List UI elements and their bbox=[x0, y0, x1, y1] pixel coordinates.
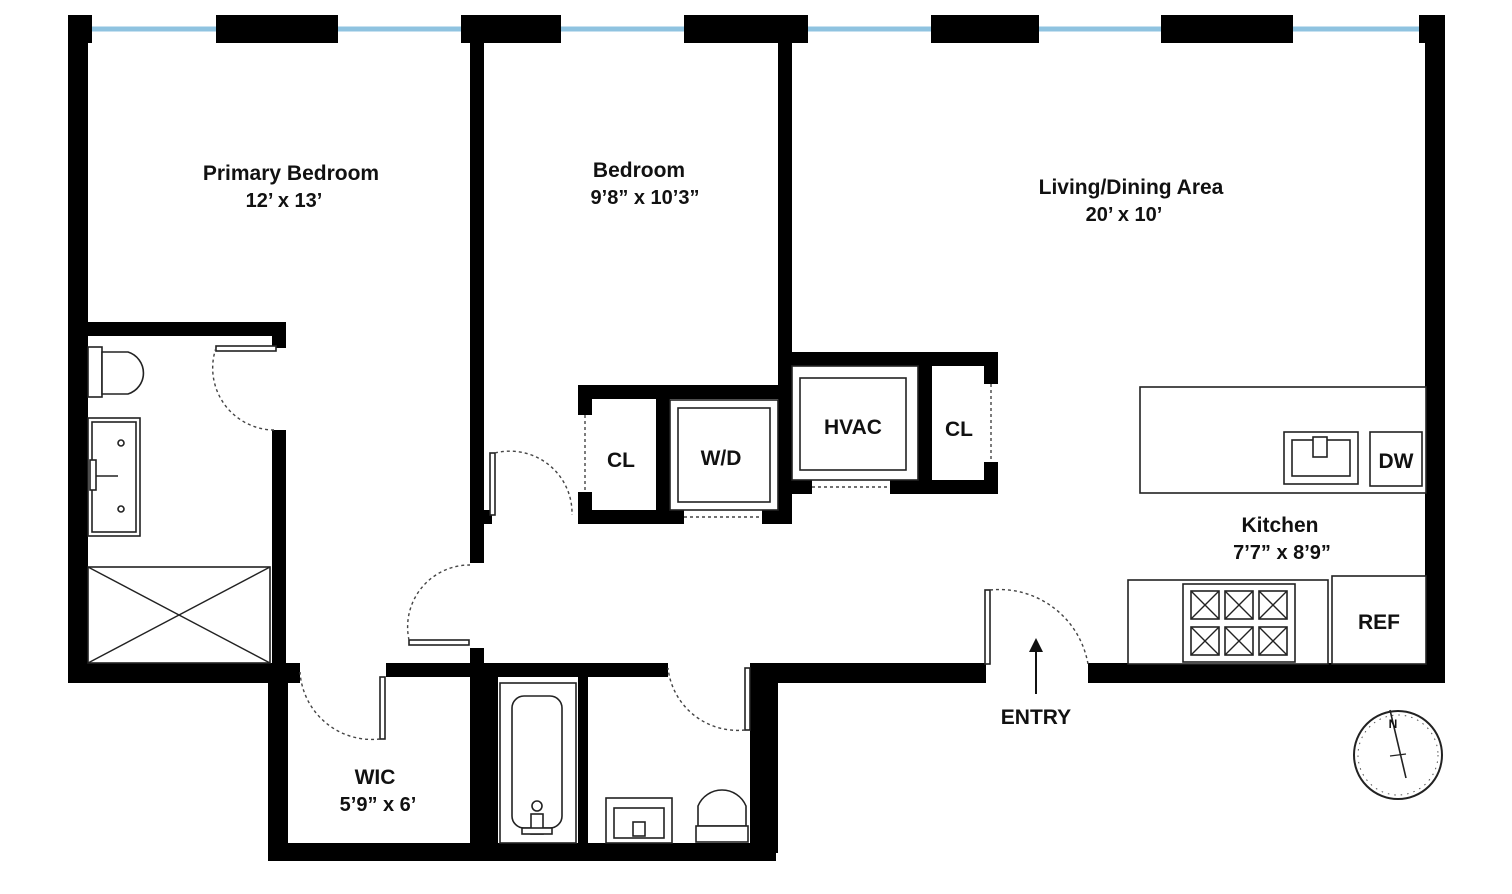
compass-icon: N bbox=[1353, 709, 1443, 800]
washer-dryer-icon bbox=[669, 399, 779, 511]
compass-north-label: N bbox=[1389, 717, 1398, 731]
primary-bedroom-name: Primary Bedroom bbox=[203, 162, 379, 185]
entry-label: ENTRY bbox=[1001, 706, 1071, 729]
room-labels: Primary Bedroom 12’ x 13’ Bedroom 9’8” x… bbox=[203, 159, 1414, 816]
sink-icon bbox=[605, 797, 673, 844]
kitchen-dims: 7’7” x 8’9” bbox=[1233, 542, 1331, 564]
kitchen-name: Kitchen bbox=[1241, 514, 1318, 537]
wic-dims: 5’9” x 6’ bbox=[340, 794, 417, 816]
refrigerator-icon bbox=[1331, 575, 1427, 665]
bathtub-icon bbox=[499, 682, 577, 844]
bedroom-dims: 9’8” x 10’3” bbox=[591, 187, 700, 209]
dishwasher-icon bbox=[1369, 431, 1423, 487]
vanity-icon bbox=[87, 417, 141, 537]
refrigerator-label: REF bbox=[1358, 611, 1400, 634]
hvac-unit-icon bbox=[791, 365, 919, 481]
walls bbox=[68, 15, 1445, 861]
entry-arrow bbox=[1029, 638, 1043, 694]
stove-icon bbox=[1182, 583, 1296, 663]
bedroom-name: Bedroom bbox=[593, 159, 685, 182]
sink-icon bbox=[1283, 431, 1359, 485]
dishwasher-label: DW bbox=[1379, 450, 1414, 473]
wic-name: WIC bbox=[355, 766, 396, 789]
closet-label: CL bbox=[945, 418, 973, 441]
living-dining-dims: 20’ x 10’ bbox=[1086, 204, 1163, 226]
primary-bedroom-dims: 12’ x 13’ bbox=[246, 190, 323, 212]
washer-dryer-label: W/D bbox=[701, 447, 742, 470]
toilet-icon bbox=[695, 789, 749, 843]
hvac-label: HVAC bbox=[824, 416, 882, 439]
toilet-icon bbox=[87, 346, 145, 398]
fixtures bbox=[87, 346, 1427, 844]
closet-label: CL bbox=[607, 449, 635, 472]
shower-icon bbox=[87, 566, 271, 664]
doors bbox=[212, 345, 1089, 741]
living-dining-name: Living/Dining Area bbox=[1039, 176, 1224, 199]
